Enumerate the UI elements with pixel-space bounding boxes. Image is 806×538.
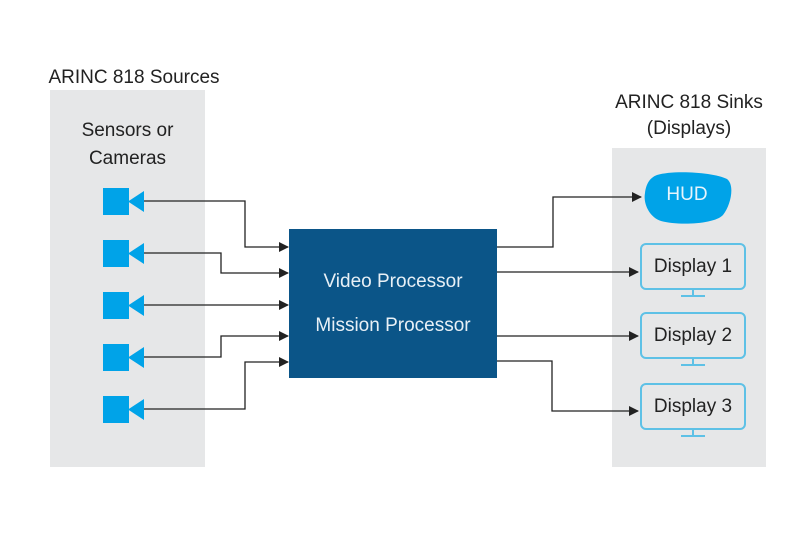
sinks-title-line2: (Displays) (646, 118, 732, 139)
display-3: Display 3 (640, 383, 746, 430)
monitor-base (681, 435, 705, 437)
video-processor-label: Video Processor (323, 271, 463, 292)
monitor-base (681, 364, 705, 366)
hud-icon (644, 172, 732, 224)
wire-hud (497, 192, 642, 248)
display-1-label: Display 1 (653, 256, 733, 277)
display-2: Display 2 (640, 312, 746, 359)
monitor-stand (692, 359, 694, 365)
sources-title: ARINC 818 Sources (48, 67, 220, 88)
monitor-base (681, 295, 705, 297)
wire-camera-1 (144, 200, 289, 252)
monitor-stand (692, 290, 694, 296)
wire-camera-5 (144, 357, 289, 410)
processor-block: Video Processor Mission Processor (289, 229, 497, 378)
hud-label: HUD (666, 184, 708, 205)
wire-display-3 (497, 360, 639, 416)
video-camera-icon (103, 240, 144, 267)
mission-processor-label: Mission Processor (315, 315, 471, 336)
video-camera-icon (103, 188, 144, 215)
monitor-stand (692, 430, 694, 436)
display-2-label: Display 2 (653, 325, 733, 346)
sinks-title-line1: ARINC 818 Sinks (615, 92, 763, 113)
sources-subtitle-line2: Cameras (88, 148, 167, 169)
video-camera-icon (103, 292, 144, 319)
wire-camera-4 (144, 331, 289, 358)
wire-camera-2 (144, 252, 289, 278)
display-1: Display 1 (640, 243, 746, 290)
video-camera-icon (103, 344, 144, 371)
video-camera-icon (103, 396, 144, 423)
display-3-label: Display 3 (653, 396, 733, 417)
sources-subtitle-line1: Sensors or (81, 120, 174, 141)
